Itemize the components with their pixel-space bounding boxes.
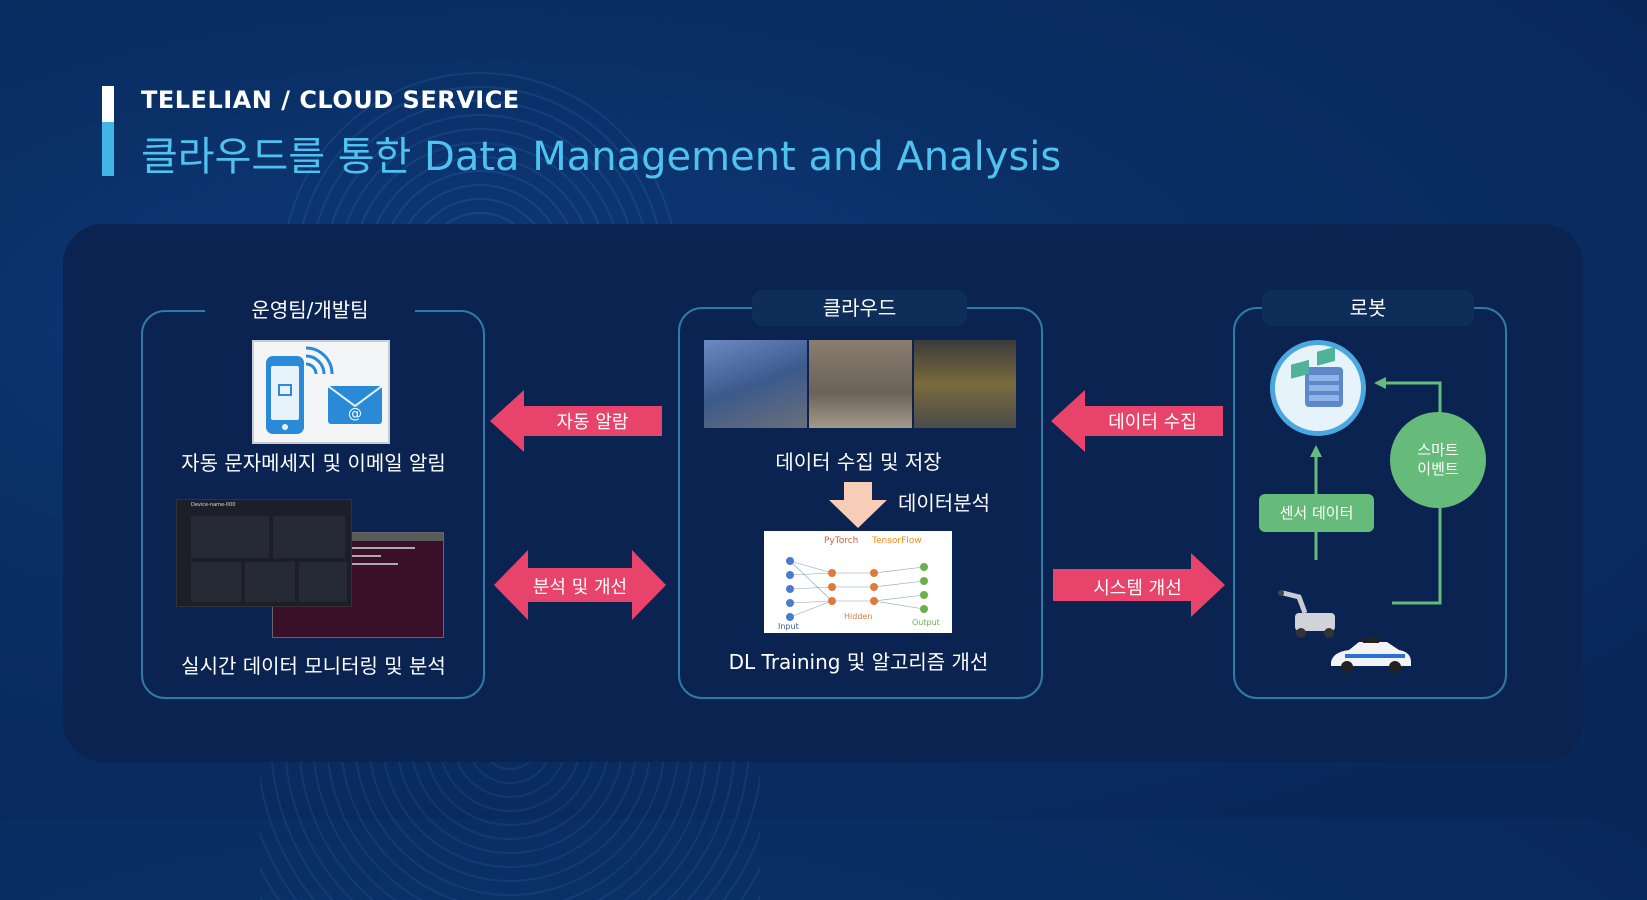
road-detection-image xyxy=(704,340,807,428)
neural-network-image: PyTorch TensorFlow Input Hidden Output xyxy=(764,531,952,633)
pytorch-label: PyTorch xyxy=(824,536,858,546)
input-label: Input xyxy=(778,622,799,631)
at-symbol: @ xyxy=(348,406,362,422)
server-icon xyxy=(1270,340,1366,436)
robot-arm-image xyxy=(1275,585,1345,640)
auto-alarm-label: 자동 알람 xyxy=(556,412,629,433)
training-caption: DL Training 및 알고리즘 개선 xyxy=(728,650,989,674)
page-overline: TELELIAN / CLOUD SERVICE xyxy=(141,86,520,114)
system-improve-arrow xyxy=(1053,553,1225,617)
phone-mail-icon: @ xyxy=(252,340,390,444)
street-camera-image xyxy=(809,340,912,428)
smart-event-label: 스마트 이벤트 xyxy=(1417,440,1459,479)
analysis-improve-label: 분석 및 개선 xyxy=(532,577,628,598)
output-label: Output xyxy=(912,618,940,627)
analysis-improve-arrow xyxy=(494,550,666,620)
analysis-down-arrow xyxy=(829,482,887,528)
data-collect-arrow xyxy=(1051,390,1223,452)
hidden-label: Hidden xyxy=(844,612,872,621)
monitor-caption: 실시간 데이터 모니터링 및 분석 xyxy=(181,654,446,678)
dashboard-title: Device-name-000 xyxy=(191,502,236,508)
system-improve-label: 시스템 개선 xyxy=(1093,578,1182,599)
page-title: 클라우드를 통한 Data Management and Analysis xyxy=(141,134,1062,180)
cloud-box-label: 클라우드 xyxy=(752,290,967,326)
tablet-warehouse-image xyxy=(914,340,1016,428)
header-accent-bar xyxy=(102,86,114,176)
collect-caption: 데이터 수집 및 저장 xyxy=(775,450,942,474)
alarm-caption: 자동 문자메세지 및 이메일 알림 xyxy=(181,451,446,475)
data-collect-label: 데이터 수집 xyxy=(1108,412,1197,433)
smart-event-circle: 스마트 이벤트 xyxy=(1390,412,1486,508)
autonomous-car-image xyxy=(1325,636,1415,676)
decorative-dot-pattern-bottom xyxy=(260,740,760,900)
sensor-data-label: 센서 데이터 xyxy=(1259,494,1374,532)
auto-alarm-arrow xyxy=(490,390,662,452)
dashboard-screenshot: Device-name-000 xyxy=(176,499,352,607)
robot-box-label: 로봇 xyxy=(1262,290,1474,326)
team-box-label: 운영팀/개발팀 xyxy=(205,292,415,328)
analysis-label: 데이터분석 xyxy=(898,491,990,515)
tensorflow-label: TensorFlow xyxy=(871,536,922,546)
